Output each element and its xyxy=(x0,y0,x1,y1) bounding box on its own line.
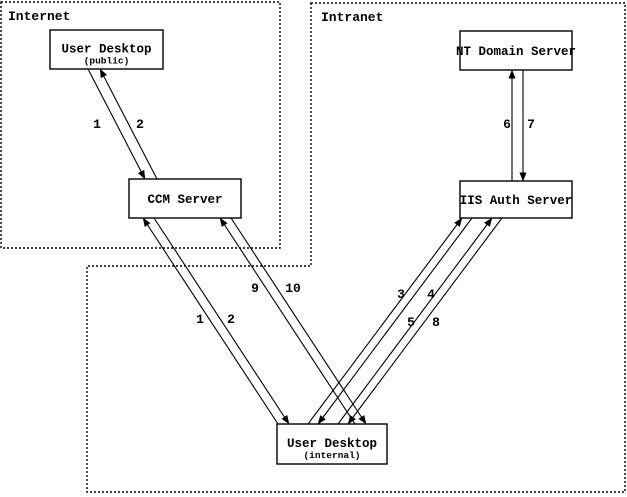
node-title-ccm-server: CCM Server xyxy=(147,193,222,207)
edge-step8-iis-to-internal xyxy=(347,217,503,425)
edge-step5-internal-to-iis xyxy=(337,217,493,425)
edge-step1-public-to-ccm xyxy=(87,68,146,180)
node-title-user-desktop-public: User Desktop xyxy=(61,43,151,57)
edge-label-layer: 1 2 1 2 9 10 3 45 8 6 7 xyxy=(93,117,535,330)
zone-label-internet: Internet xyxy=(8,9,70,24)
edge-step10-ccm-to-internal xyxy=(230,217,367,425)
edge-step-label-6: 6 xyxy=(503,117,511,132)
node-box-ccm-server xyxy=(128,178,242,219)
edge-layer xyxy=(87,68,527,425)
edge-step-label-5: 5 xyxy=(407,315,415,330)
edge-step3-internal-to-iis xyxy=(307,217,463,425)
edge-step-label-1: 1 xyxy=(93,117,101,132)
zone-border-internet xyxy=(0,1,281,249)
node-box-user-desktop-public xyxy=(49,29,164,70)
edge-step-label-3: 3 xyxy=(397,287,405,302)
edge-step-label-2: 2 xyxy=(136,117,144,132)
node-user-desktop-public: User Desktop(public) xyxy=(49,29,164,70)
edge-step2-ccm-to-internal xyxy=(153,217,290,425)
node-ccm-server: CCM Server xyxy=(128,178,242,219)
edge-step-label-7: 7 xyxy=(527,117,535,132)
edge-step-label-10: 10 xyxy=(285,281,301,296)
node-nt-domain-server: NT Domain Server xyxy=(456,30,576,71)
edge-step-label-9: 9 xyxy=(251,281,259,296)
edge-step4-iis-to-internal xyxy=(317,217,473,425)
node-title-iis-auth-server: IIS Auth Server xyxy=(460,194,573,208)
edge-step9-internal-to-ccm xyxy=(219,217,356,425)
node-user-desktop-internal: User Desktop(internal) xyxy=(276,423,388,465)
zone-label-intranet: Intranet xyxy=(321,10,383,25)
edge-step1-internal-to-ccm xyxy=(142,217,279,425)
node-box-iis-auth-server xyxy=(459,180,573,219)
node-title-user-desktop-internal: User Desktop xyxy=(287,437,377,451)
edge-step2-ccm-to-public xyxy=(99,68,158,180)
edge-step-label-4: 4 xyxy=(427,287,435,302)
node-iis-auth-server: IIS Auth Server xyxy=(459,180,573,219)
node-title-nt-domain-server: NT Domain Server xyxy=(456,45,576,59)
node-subtitle-user-desktop-internal: (internal) xyxy=(303,450,360,461)
node-box-nt-domain-server xyxy=(459,30,573,71)
edge-step-label-8: 8 xyxy=(432,315,440,330)
edge-step-label-1: 1 xyxy=(196,312,204,327)
node-box-user-desktop-internal xyxy=(276,423,388,465)
edge-step-label-2: 2 xyxy=(227,312,235,327)
node-subtitle-user-desktop-public: (public) xyxy=(84,56,130,67)
zone-border-intranet xyxy=(86,2,626,493)
